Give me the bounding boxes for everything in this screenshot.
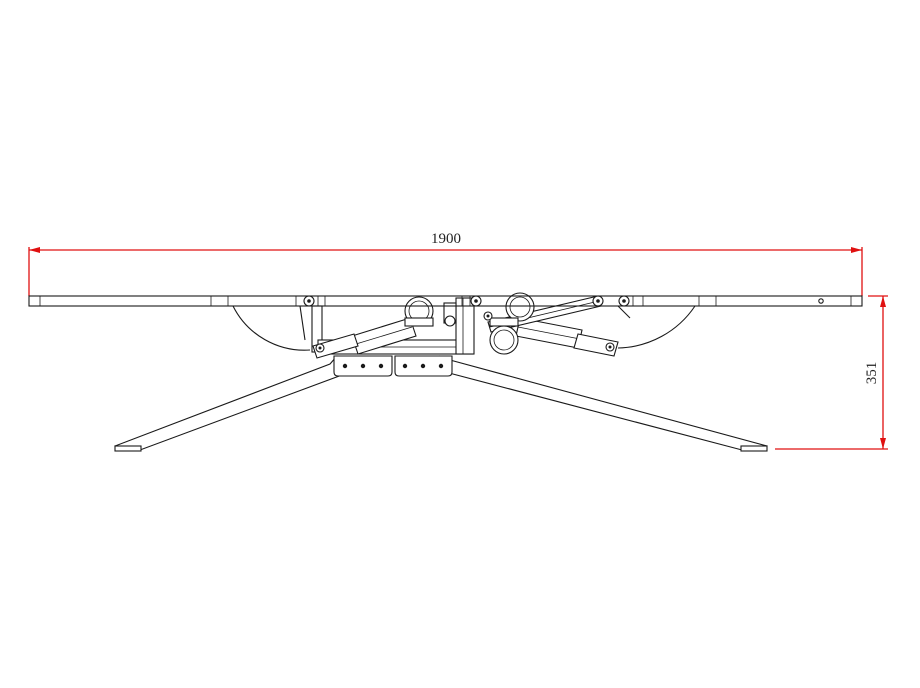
clamp-knob-center [505, 292, 535, 322]
width-dimension: 1900 [28, 231, 863, 296]
height-dimension: 351 [775, 295, 888, 450]
width-arrow-left [29, 247, 40, 253]
top-bar [28, 295, 863, 307]
arc-left [232, 305, 311, 351]
base-plate-right [394, 355, 453, 377]
height-dimension-label: 351 [864, 362, 880, 385]
clamp-knob-left [404, 296, 434, 327]
arc-right [617, 305, 696, 349]
hinge-bolts [303, 295, 630, 321]
height-arrow-top [880, 296, 886, 307]
width-dimension-label: 1900 [431, 231, 461, 247]
height-arrow-bottom [880, 438, 886, 449]
base-plate-left [333, 355, 393, 377]
actuator-right [515, 317, 619, 357]
width-arrow-right [851, 247, 862, 253]
actuator-left [312, 317, 417, 359]
clamp-knob-lower [489, 317, 519, 355]
leg-left [114, 355, 362, 452]
leg-right [429, 355, 768, 452]
